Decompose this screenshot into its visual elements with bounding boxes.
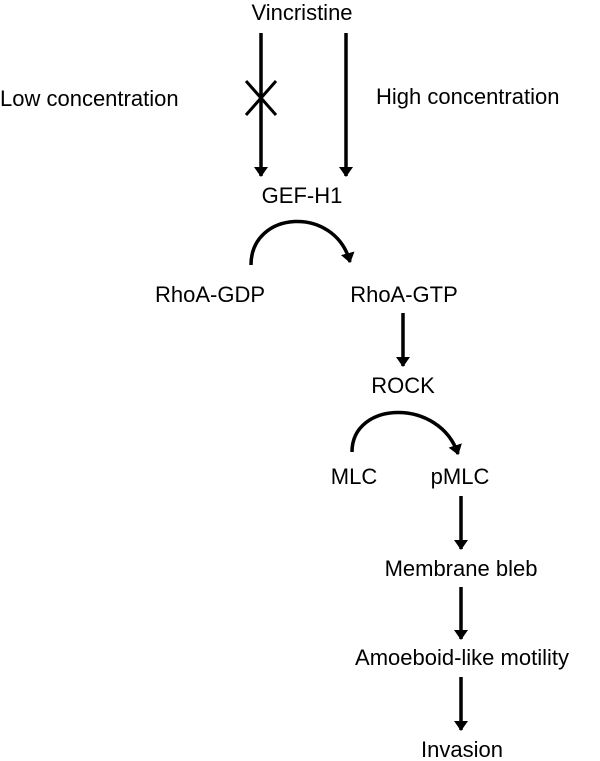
pmlc-label: pMLC — [431, 464, 490, 489]
rhoa-gdp-label: RhoA-GDP — [155, 282, 265, 307]
invasion-label: Invasion — [421, 737, 503, 761]
rhoa-gtp-label: RhoA-GTP — [350, 282, 458, 307]
high-concentration-label: High concentration — [376, 84, 559, 109]
gef-h1-label: GEF-H1 — [262, 183, 343, 208]
mlc-to-pmlc-curved-arrow — [350, 410, 462, 455]
membrane-bleb-label: Membrane bleb — [385, 556, 538, 581]
mlc-label: MLC — [331, 464, 378, 489]
blocked-cross-icon — [244, 80, 278, 116]
amoeboid-motility-label: Amoeboid-like motility — [355, 645, 569, 670]
low-concentration-label: Low concentration — [0, 86, 179, 111]
rock-label: ROCK — [371, 373, 435, 398]
vincristine-label: Vincristine — [251, 0, 352, 25]
gdp-to-gtp-curved-arrow — [249, 219, 355, 266]
